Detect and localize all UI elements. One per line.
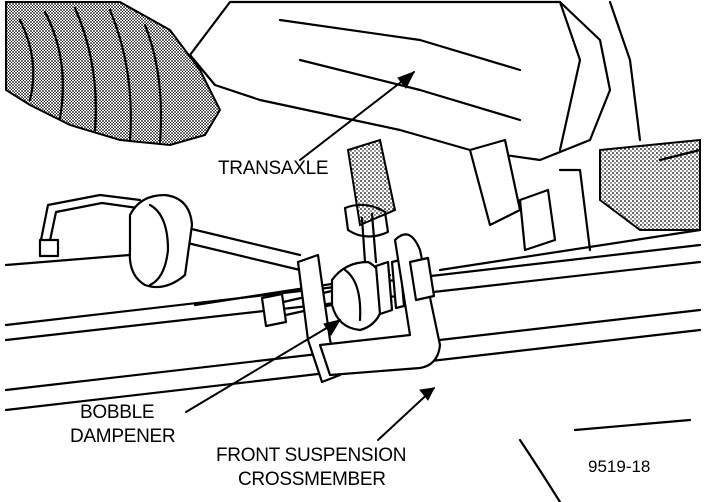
crossmember-arrowhead bbox=[419, 387, 435, 401]
figure-number: 9519-18 bbox=[588, 457, 650, 476]
dampener-arrowhead bbox=[323, 319, 342, 336]
bobble-dampener-label-line2: DAMPENER bbox=[70, 426, 175, 447]
transaxle-label: TRANSAXLE bbox=[218, 158, 328, 179]
leader-lines bbox=[185, 71, 435, 441]
mount-bracket-drawing bbox=[343, 138, 592, 252]
tubing-drawing bbox=[38, 193, 302, 272]
crossmember-label-line2: CROSSMEMBER bbox=[238, 469, 386, 490]
clamp-drawing bbox=[128, 193, 194, 289]
bobble-dampener-label-line1: BOBBLE bbox=[80, 402, 154, 423]
bobble-dampener-drawing bbox=[260, 212, 442, 384]
crossmember-label-line1: FRONT SUSPENSION bbox=[216, 445, 406, 466]
transaxle-arrowhead bbox=[397, 71, 416, 89]
